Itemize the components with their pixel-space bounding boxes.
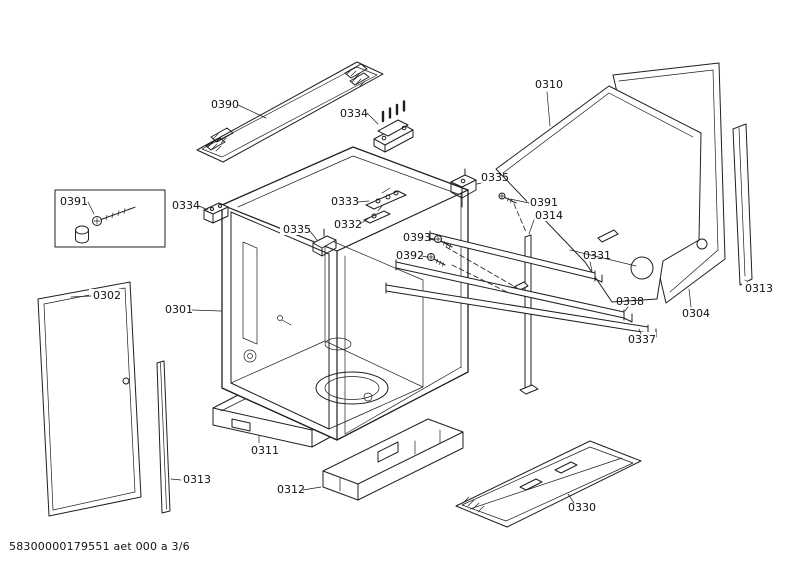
part-label-0337: 0337 (628, 333, 656, 346)
part-label-0332: 0332 (334, 218, 362, 231)
part-label-0314: 0314 (535, 209, 563, 222)
part-label-0335-left: 0335 (283, 223, 311, 236)
part-0330-base-sound-panel (455, 440, 642, 528)
part-label-0393: 0393 (403, 231, 431, 244)
part-0301-tub (203, 146, 477, 441)
part-0312-base-panel (322, 418, 464, 501)
part-0334-top-bracket (373, 100, 414, 153)
part-0338-rail (395, 259, 633, 323)
part-label-0338: 0338 (616, 295, 644, 308)
part-label-0334-top: 0334 (340, 107, 368, 120)
part-label-0334-left: 0334 (172, 199, 200, 212)
part-0302-side-panel-left (37, 281, 142, 517)
part-label-0391-box: 0391 (60, 195, 88, 208)
part-0335-bracket-right (450, 168, 477, 208)
part-label-0310: 0310 (535, 78, 563, 91)
fasteners (427, 192, 527, 294)
part-label-0391-right: 0391 (530, 196, 558, 209)
part-label-0392: 0392 (396, 249, 424, 262)
part-label-0312: 0312 (277, 483, 305, 496)
part-label-0335-right: 0335 (481, 171, 509, 184)
part-label-0390: 0390 (211, 98, 239, 111)
part-label-0311: 0311 (251, 444, 279, 457)
grommet-illustration (75, 225, 89, 244)
assembly-direction-lines (445, 203, 527, 294)
part-label-0313-left: 0313 (183, 473, 211, 486)
label-backplates (89, 195, 774, 345)
part-0313-seal-strip-right (732, 123, 753, 286)
part-0333-latch-plate (365, 187, 407, 210)
part-label-0331: 0331 (583, 249, 611, 262)
part-0391-hardware-box (54, 189, 166, 248)
part-label-0313-right: 0313 (745, 282, 773, 295)
part-0332-latch-bracket (363, 205, 391, 224)
document-code: 58300000179551 aet 000 a 3/6 (9, 540, 190, 553)
part-label-0330: 0330 (568, 501, 596, 514)
part-0331-rail (429, 230, 603, 283)
part-0391-screw (498, 192, 517, 204)
part-label-0301: 0301 (165, 303, 193, 316)
leader-lines (70, 91, 749, 504)
part-labels: 0390 0334 0310 0391 0334 0335 0333 0332 … (60, 78, 773, 514)
part-label-0333: 0333 (331, 195, 359, 208)
part-0334-bracket-left (203, 202, 229, 224)
part-0390-top-strip (196, 61, 384, 163)
part-0313-seal-strip-left (156, 360, 171, 514)
part-label-0304: 0304 (682, 307, 710, 320)
screw-illustration (92, 206, 136, 226)
part-0335-bracket-front (312, 228, 337, 257)
part-0393-screw (434, 235, 453, 249)
part-0392-screw (427, 253, 446, 267)
part-label-0302: 0302 (93, 289, 121, 302)
